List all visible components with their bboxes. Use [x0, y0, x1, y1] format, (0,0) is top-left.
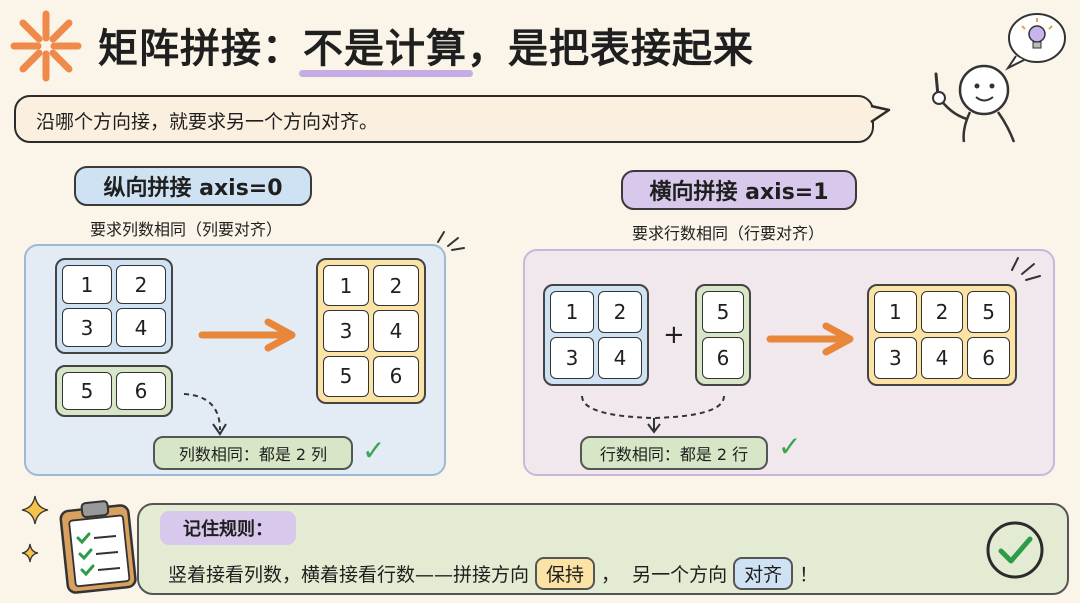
- matrix-cell: 4: [116, 308, 166, 347]
- matrix-cell: 2: [598, 291, 642, 333]
- matrix-cell: 3: [550, 337, 594, 379]
- matrix-cell: 1: [874, 291, 917, 333]
- matrix-cell: 3: [323, 310, 369, 352]
- sparkle-marks: [437, 231, 465, 251]
- check-icon: ✓: [362, 434, 386, 467]
- intro-bubble: [14, 95, 874, 143]
- matrix-cell: 3: [874, 337, 917, 379]
- matrix-cell: 1: [62, 265, 112, 304]
- bracket-arrow: [581, 395, 725, 434]
- check-icon: ✓: [778, 430, 802, 463]
- horizontal-note: 行数相同：都是 2 行: [580, 436, 768, 470]
- vertical-matrix-a: 1 2 3 4: [55, 258, 173, 354]
- matrix-cell: 2: [920, 291, 964, 333]
- arrow-right-icon: [198, 318, 296, 352]
- intro-text: 沿哪个方向接，就要求另一个方向对齐。: [36, 111, 379, 133]
- matrix-cell: 6: [116, 372, 166, 410]
- vertical-note: 列数相同：都是 2 列: [153, 436, 353, 470]
- keyword-keep: 保持: [535, 557, 596, 590]
- matrix-cell: 5: [62, 372, 112, 410]
- vertical-subtitle: 要求列数相同（列要对齐）: [90, 220, 283, 239]
- matrix-cell: 4: [598, 337, 642, 379]
- matrix-cell: 6: [702, 337, 744, 379]
- horizontal-subtitle: 要求行数相同（行要对齐）: [632, 224, 825, 243]
- matrix-cell: 2: [116, 265, 166, 304]
- matrix-cell: 1: [323, 265, 369, 307]
- matrix-cell: 3: [62, 308, 112, 347]
- bubble-tail: [870, 104, 891, 124]
- clipboard-icon: [59, 500, 137, 594]
- vertical-result-matrix: 1 2 3 4 5 6: [316, 258, 426, 404]
- horizontal-matrix-a: 1 2 3 4: [543, 284, 649, 386]
- matrix-cell: 5: [702, 291, 744, 333]
- rule-text: 竖着接看列数，横着接看行数——拼接方向 保持 ， 另一个方向 对齐 ！: [168, 557, 818, 590]
- page-title: 矩阵拼接：不是计算，是把表接起来: [98, 16, 754, 77]
- matrix-cell: 6: [373, 355, 419, 397]
- arrow-right-icon: [766, 322, 854, 356]
- matrix-cell: 2: [373, 265, 419, 307]
- matrix-cell: 1: [550, 291, 594, 333]
- matrix-cell: 5: [323, 355, 369, 397]
- horizontal-matrix-b: 5 6: [695, 284, 751, 386]
- keyword-align: 对齐: [733, 557, 794, 590]
- rule-tag: 记住规则：: [160, 511, 296, 545]
- matrix-cell: 4: [920, 337, 964, 379]
- title-highlight: 不是计算: [299, 16, 473, 77]
- horizontal-tag: 横向拼接 axis=1: [621, 170, 857, 210]
- matrix-cell: 4: [373, 310, 419, 352]
- horizontal-result-matrix: 1 2 5 3 4 6: [867, 284, 1017, 386]
- vertical-matrix-b: 5 6: [55, 365, 173, 417]
- vertical-tag: 纵向拼接 axis=0: [74, 166, 312, 206]
- plus-sign: +: [663, 320, 685, 350]
- matrix-cell: 6: [967, 337, 1010, 379]
- sparkle-icon: [21, 495, 49, 563]
- check-circle-icon: [986, 521, 1044, 579]
- dashed-arrow: [183, 393, 227, 436]
- sparkle-marks: [1011, 257, 1041, 281]
- starburst-icon: [10, 10, 82, 82]
- thinking-person-icon: [932, 13, 1066, 143]
- matrix-cell: 5: [967, 291, 1010, 333]
